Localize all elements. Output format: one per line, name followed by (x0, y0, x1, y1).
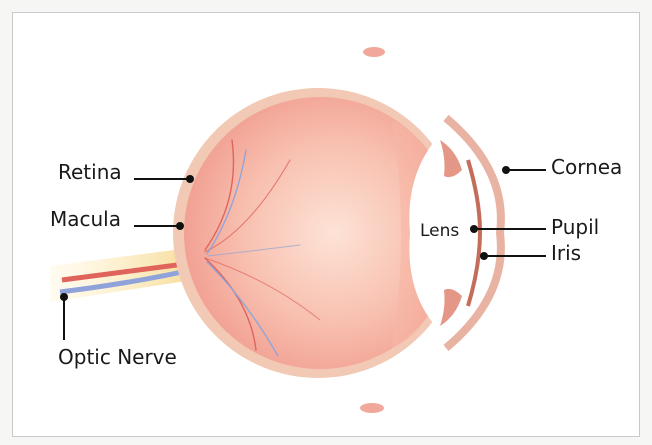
label-retina: Retina (58, 160, 122, 184)
label-lens: Lens (420, 221, 459, 241)
cornea-dot (502, 166, 510, 174)
retina-dot (186, 175, 194, 183)
upper-muscle-stub (363, 47, 385, 57)
label-optic-nerve: Optic Nerve (58, 345, 177, 369)
iris-dot (480, 252, 488, 260)
optic-nerve-dot (60, 293, 68, 301)
pupil-dot (470, 225, 478, 233)
label-macula: Macula (50, 207, 121, 231)
label-cornea: Cornea (551, 155, 622, 179)
label-iris: Iris (551, 241, 581, 265)
macula-dot (176, 222, 184, 230)
lower-muscle-stub (360, 403, 384, 413)
label-pupil: Pupil (551, 215, 599, 239)
